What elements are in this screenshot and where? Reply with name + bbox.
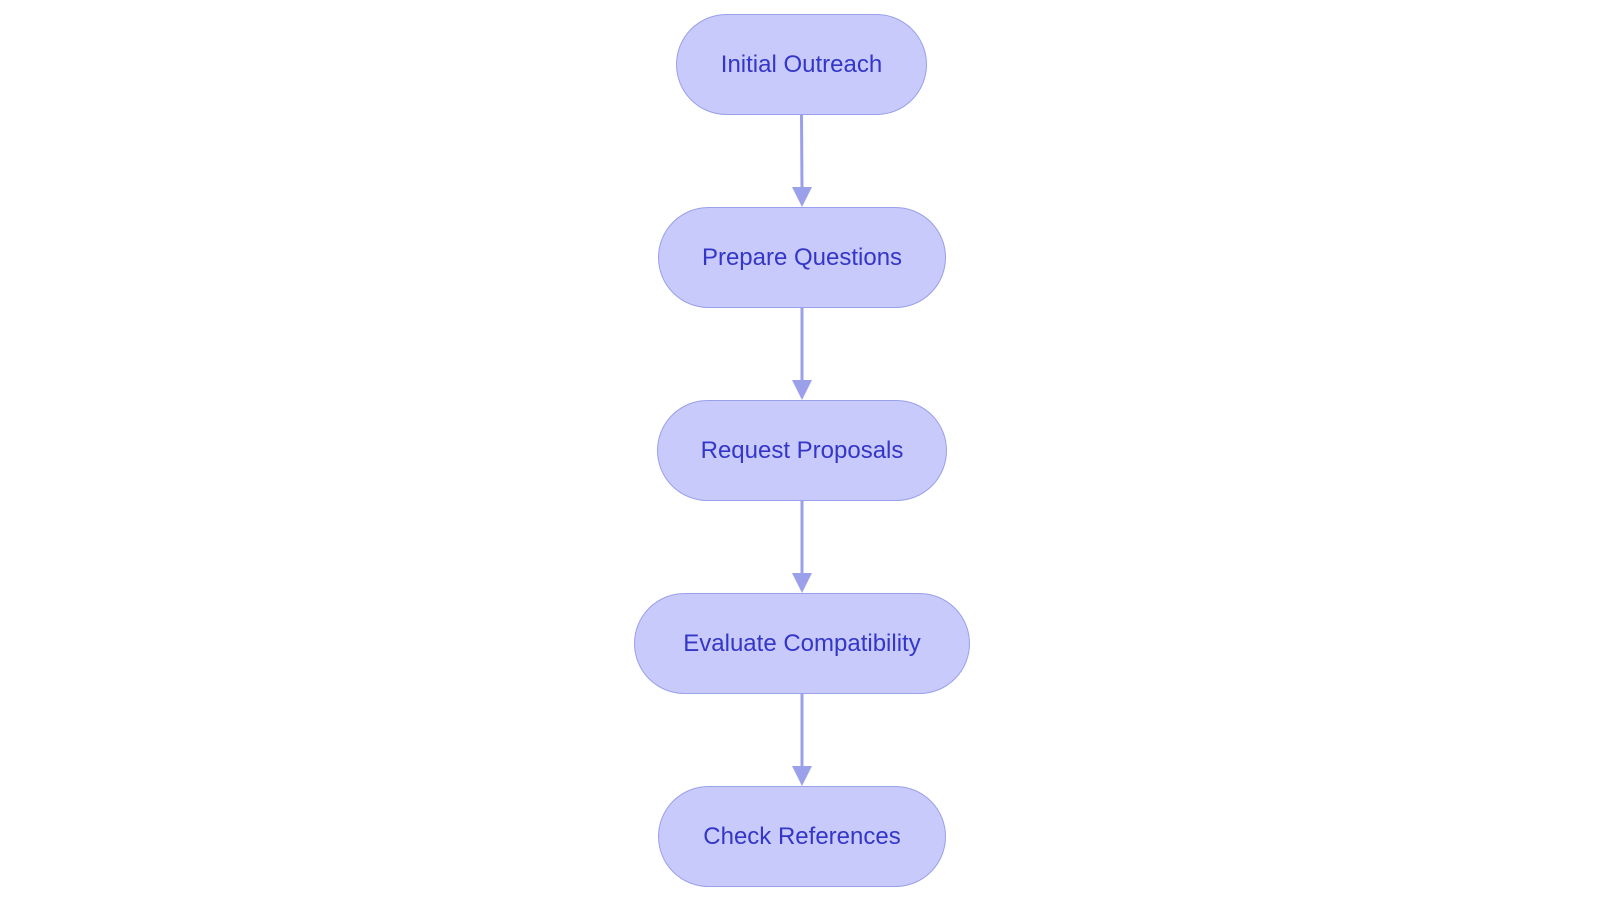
- node-check-references: Check References: [658, 786, 946, 887]
- node-evaluate-compatibility: Evaluate Compatibility: [634, 593, 970, 694]
- node-prepare-questions: Prepare Questions: [658, 207, 946, 308]
- node-request-proposals: Request Proposals: [657, 400, 947, 501]
- edge-prepare-questions-to-request-proposals: [792, 308, 812, 400]
- arrow-head-icon: [792, 573, 812, 593]
- edge-request-proposals-to-evaluate-compatibility: [792, 501, 812, 593]
- edge-line: [800, 114, 804, 189]
- node-label-evaluate-compatibility: Evaluate Compatibility: [683, 629, 921, 657]
- node-label-check-references: Check References: [703, 822, 901, 850]
- edge-initial-outreach-to-prepare-questions: [792, 114, 812, 207]
- node-label-request-proposals: Request Proposals: [700, 436, 904, 464]
- node-initial-outreach: Initial Outreach: [676, 14, 927, 115]
- arrow-head-icon: [792, 187, 812, 207]
- arrow-head-icon: [792, 766, 812, 786]
- edge-evaluate-compatibility-to-check-references: [792, 694, 812, 786]
- arrow-head-icon: [792, 380, 812, 400]
- node-label-initial-outreach: Initial Outreach: [720, 50, 883, 78]
- node-label-prepare-questions: Prepare Questions: [701, 243, 903, 271]
